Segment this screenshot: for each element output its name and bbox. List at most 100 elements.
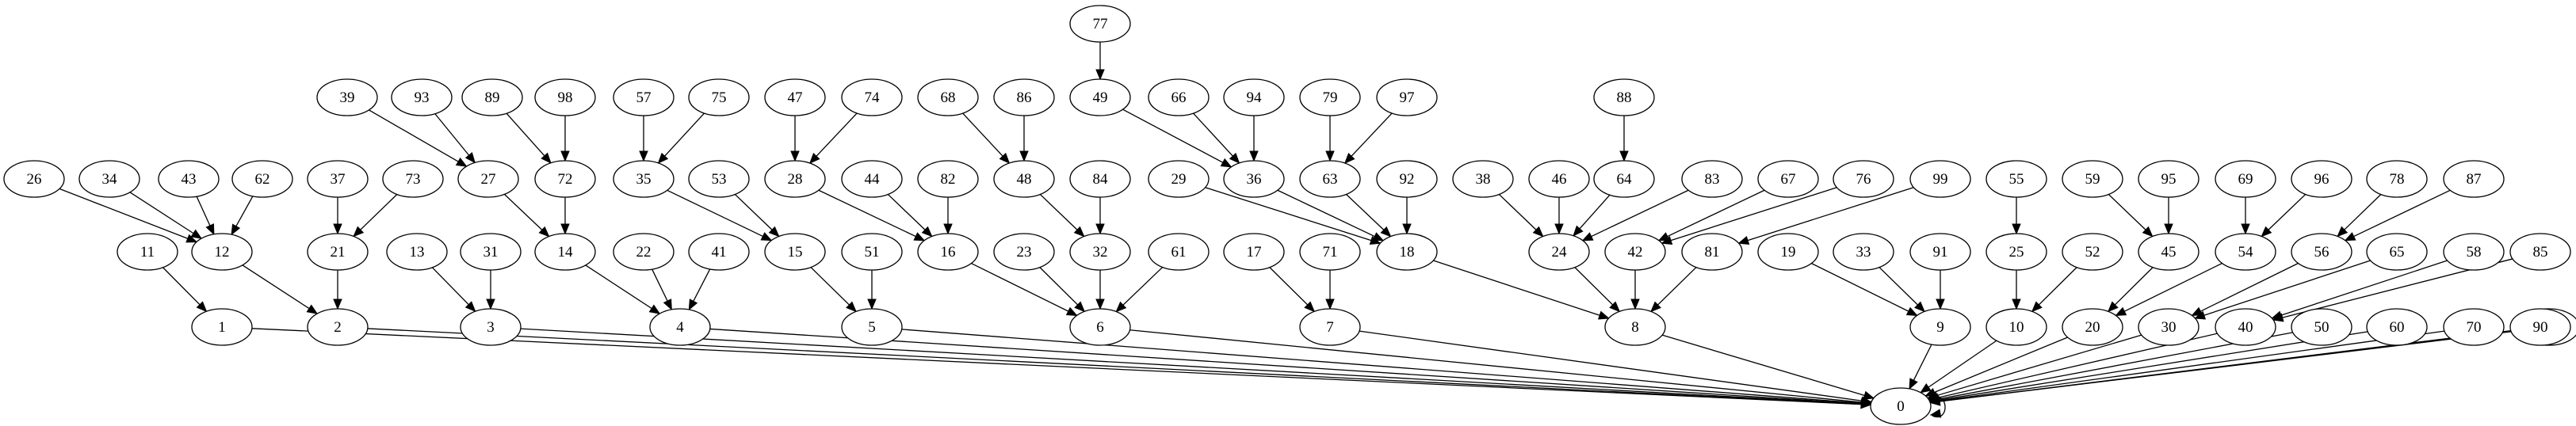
node-9-shape — [1909, 308, 1971, 346]
node-58: 58 — [2443, 233, 2505, 271]
node-39: 39 — [316, 78, 378, 116]
node-65-label: 65 — [2390, 244, 2405, 261]
edge-21-to-2 — [333, 270, 342, 310]
node-28: 28 — [764, 160, 826, 198]
edge-46-to-24 — [1554, 197, 1564, 235]
edge-16-to-6 — [971, 262, 1078, 317]
node-42-shape — [1604, 233, 1666, 271]
node-31: 31 — [460, 233, 522, 271]
node-98-shape — [534, 78, 596, 116]
node-66: 66 — [1148, 78, 1210, 116]
node-7: 7 — [1299, 308, 1361, 346]
node-91-label: 91 — [1933, 244, 1948, 261]
node-15: 15 — [764, 233, 826, 271]
node-58-shape — [2443, 233, 2505, 271]
node-87-shape — [2443, 160, 2505, 198]
edge-25-to-10 — [2012, 270, 2021, 310]
node-41-label: 41 — [712, 244, 727, 261]
node-79-label: 79 — [1323, 89, 1338, 106]
node-7-label: 7 — [1326, 319, 1334, 336]
node-94: 94 — [1223, 78, 1285, 116]
node-17-label: 17 — [1247, 244, 1262, 261]
node-86: 86 — [993, 78, 1055, 116]
node-31-label: 31 — [483, 244, 499, 261]
node-7-shape — [1299, 308, 1361, 346]
node-76: 76 — [1833, 160, 1894, 198]
node-28-label: 28 — [788, 171, 803, 188]
edge-56-to-30 — [2191, 262, 2299, 317]
edge-68-to-48 — [962, 112, 1011, 164]
edge-82-to-16 — [943, 197, 953, 235]
node-76-label: 76 — [1856, 171, 1871, 188]
node-66-shape — [1148, 78, 1210, 116]
node-14-shape — [534, 233, 596, 271]
edge-57-to-35 — [639, 116, 648, 162]
node-73-label: 73 — [406, 171, 421, 188]
node-99-shape — [1909, 160, 1971, 198]
node-33: 33 — [1833, 233, 1894, 271]
edge-78-to-56 — [2337, 194, 2382, 238]
node-44-label: 44 — [865, 171, 881, 188]
node-1-shape — [191, 308, 253, 346]
edge-23-to-6 — [1039, 267, 1086, 313]
node-26-shape — [3, 160, 65, 198]
node-92-label: 92 — [1400, 171, 1415, 188]
node-99: 99 — [1909, 160, 1971, 198]
node-50-label: 50 — [2314, 319, 2329, 336]
node-21-shape — [307, 233, 369, 271]
edge-5-to-0 — [901, 329, 1872, 408]
node-8-label: 8 — [1631, 319, 1639, 336]
node-32-shape — [1069, 233, 1131, 271]
edge-99-to-81 — [1737, 187, 1914, 245]
node-19-shape — [1757, 233, 1819, 271]
node-9: 9 — [1909, 308, 1971, 346]
node-71-shape — [1299, 233, 1361, 271]
node-65-shape — [2366, 233, 2428, 271]
node-70: 70 — [2443, 308, 2505, 346]
node-95: 95 — [2138, 160, 2200, 198]
node-97-shape — [1376, 78, 1438, 116]
edge-55-to-25 — [2012, 197, 2021, 235]
edge-32-to-6 — [1095, 270, 1105, 310]
edge-43-to-12 — [196, 196, 215, 236]
node-93-shape — [391, 78, 453, 116]
node-70-label: 70 — [2467, 319, 2482, 336]
node-40-label: 40 — [2238, 319, 2253, 336]
edge-45-to-20 — [2107, 267, 2154, 313]
edge-53-to-15 — [734, 193, 780, 238]
node-84-shape — [1069, 160, 1131, 198]
edge-14-to-4 — [585, 264, 661, 314]
node-2-label: 2 — [334, 319, 342, 336]
edge-92-to-18 — [1402, 197, 1412, 235]
node-13-label: 13 — [410, 244, 425, 261]
node-28-shape — [764, 160, 826, 198]
edge-3-to-0 — [520, 328, 1872, 409]
node-5-shape — [841, 308, 903, 346]
node-57-shape — [613, 78, 675, 116]
node-72: 72 — [534, 160, 596, 198]
node-29: 29 — [1148, 160, 1210, 198]
node-95-label: 95 — [2161, 171, 2177, 188]
edge-6-to-0 — [1129, 329, 1872, 407]
node-53: 53 — [688, 160, 750, 198]
edge-18-to-8 — [1433, 260, 1610, 320]
node-33-label: 33 — [1856, 244, 1871, 261]
edge-87-to-56 — [2344, 189, 2451, 242]
node-95-shape — [2138, 160, 2200, 198]
node-78: 78 — [2366, 160, 2428, 198]
edge-95-to-45 — [2164, 197, 2173, 235]
node-27-label: 27 — [481, 171, 496, 188]
node-0-shape — [1870, 387, 1932, 425]
node-81-shape — [1681, 233, 1743, 271]
node-2: 2 — [307, 308, 369, 346]
node-90: 90 — [2509, 308, 2571, 346]
node-29-label: 29 — [1171, 171, 1187, 188]
node-83-label: 83 — [1705, 171, 1720, 188]
node-74-shape — [841, 78, 903, 116]
edge-29-to-18 — [1205, 187, 1382, 245]
edge-74-to-28 — [808, 112, 858, 164]
edge-22-to-4 — [652, 268, 672, 311]
node-57: 57 — [613, 78, 675, 116]
edge-15-to-5 — [810, 267, 857, 313]
node-50: 50 — [2291, 308, 2352, 346]
